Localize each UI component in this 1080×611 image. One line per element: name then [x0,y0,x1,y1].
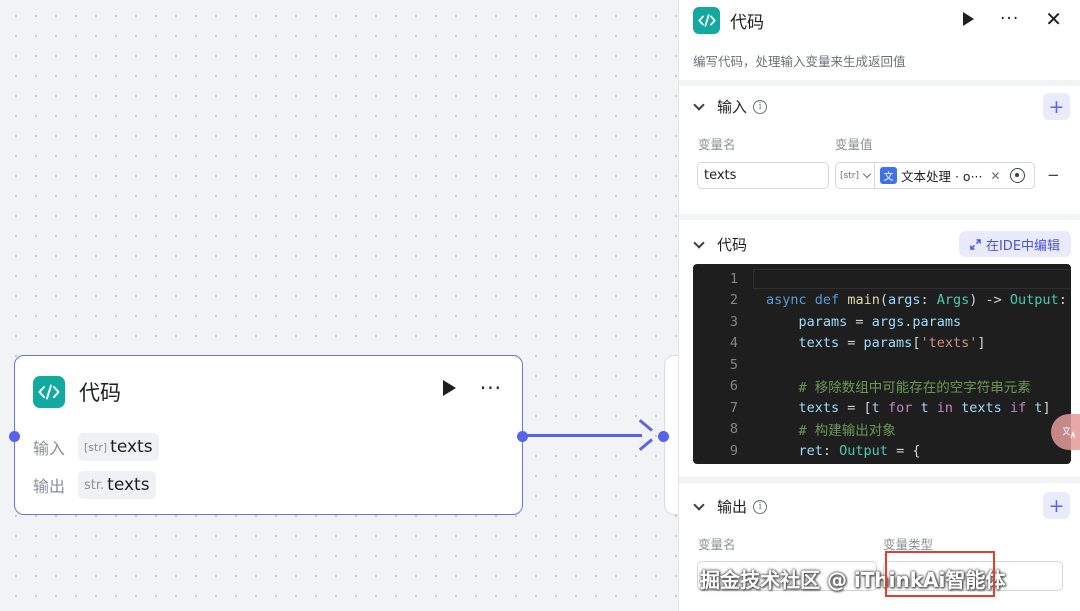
input-var-name-field[interactable]: texts [697,162,829,189]
connection-edge[interactable] [527,434,642,437]
open-in-ide-label: 在IDE中编辑 [985,238,1061,254]
code-comment: # 移除数组中可能存在的空字符串元素 [766,380,1031,397]
add-output-button[interactable]: + [1043,492,1070,519]
code-icon [693,7,720,34]
line-number: 6 [729,378,738,395]
panel-actions: ··· ✕ [963,7,1062,31]
node-header: 代码 [33,376,121,408]
code-line: async def main(args: Args) -> Output: [766,292,1067,309]
output-var-name-field[interactable] [697,561,877,591]
output-section-toggle[interactable]: 输出 i [693,496,768,517]
node-output-label: 输出 [33,477,66,496]
input-type-value: [str] [840,170,859,181]
text-processing-icon: 文 [880,167,897,184]
expand-icon [970,238,981,250]
node-input-row: 输入 [str] texts [33,433,159,461]
close-icon[interactable]: ✕ [1045,7,1062,31]
open-in-ide-button[interactable]: 在IDE中编辑 [959,231,1071,257]
chevron-down-icon [693,498,705,511]
section-divider [679,80,1080,86]
panel-description: 编写代码，处理输入变量来生成返回值 [693,54,906,69]
chevron-down-icon [693,236,705,249]
floating-assistant-button[interactable] [1051,414,1080,450]
reference-text: 文本处理 · o··· [901,169,983,184]
input-col-value: 变量值 [835,137,873,152]
next-node-input-port[interactable] [658,431,669,442]
edge-arrow-lower [638,438,653,451]
chevron-down-icon [693,98,705,111]
code-section-toggle[interactable]: 代码 [693,234,748,255]
clear-reference-icon[interactable]: ✕ [990,168,1001,183]
section-divider [679,214,1080,220]
highlight-box [885,551,995,597]
line-number: 9 [729,442,738,459]
node-input-type: [str] [84,440,108,454]
code-line: params = args.params [798,313,962,330]
node-output-name: texts [107,475,150,495]
node-output-type: str. [84,477,105,493]
line-number: 7 [729,399,738,416]
info-icon[interactable]: i [753,99,768,114]
watermark: 掘金技术社区 @ iThinkAi智能体 [700,568,1006,592]
more-icon[interactable]: ··· [1000,9,1020,29]
edge-arrow-upper [638,419,653,432]
input-type-select[interactable]: [str] [835,162,875,189]
input-var-reference[interactable]: 文 文本处理 · o··· ✕ [875,162,1035,189]
line-number: 3 [729,313,738,330]
code-line: ret: Output = { [798,442,921,459]
node-title: 代码 [79,381,121,405]
info-icon[interactable]: i [753,499,768,514]
input-section-toggle[interactable]: 输入 i [693,96,768,117]
target-icon[interactable] [1009,168,1025,183]
code-node[interactable]: 代码 ··· 输入 [str] texts 输出 str. texts [14,355,523,515]
line-number: 4 [729,335,738,352]
chevron-down-icon [862,169,872,179]
node-config-panel: 代码 ··· ✕ 编写代码，处理输入变量来生成返回值 输入 i + 变量名 变量… [678,0,1080,611]
panel-header: 代码 [693,7,764,34]
code-line: texts = params['texts'] [798,335,986,352]
code-icon [33,376,65,408]
code-comment: # 构建输出对象 [766,423,896,440]
node-input-chip: [str] texts [78,433,159,461]
node-output-row: 输出 str. texts [33,471,156,499]
node-input-name: texts [110,437,153,457]
line-number: 2 [729,292,738,309]
code-line: texts = [t for t in texts if t] [798,399,1051,416]
section-divider [679,477,1080,483]
input-col-name: 变量名 [698,137,736,152]
output-col-type: 变量类型 [883,537,934,552]
remove-input-button[interactable]: − [1047,166,1060,184]
node-input-port[interactable] [9,431,20,442]
play-icon[interactable] [963,12,975,26]
node-output-port[interactable] [517,431,528,442]
line-number: 8 [729,421,738,438]
current-line-highlight [753,269,1071,289]
output-col-name: 变量名 [698,537,736,552]
translate-icon [1062,426,1075,439]
code-section-title: 代码 [717,236,748,254]
more-icon[interactable]: ··· [479,376,502,400]
node-actions: ··· [442,376,502,400]
node-input-label: 输入 [33,439,66,458]
play-icon[interactable] [442,380,456,396]
output-type-select[interactable] [883,561,1063,591]
output-section-title: 输出 [717,498,748,516]
line-number: 1 [729,270,738,287]
node-output-chip: str. texts [78,471,156,499]
code-editor[interactable]: 1 2 async def main(args: Args) -> Output:… [693,264,1071,464]
add-input-button[interactable]: + [1043,93,1070,120]
line-number: 5 [729,356,738,373]
panel-title: 代码 [730,13,764,33]
input-section-title: 输入 [717,98,748,116]
